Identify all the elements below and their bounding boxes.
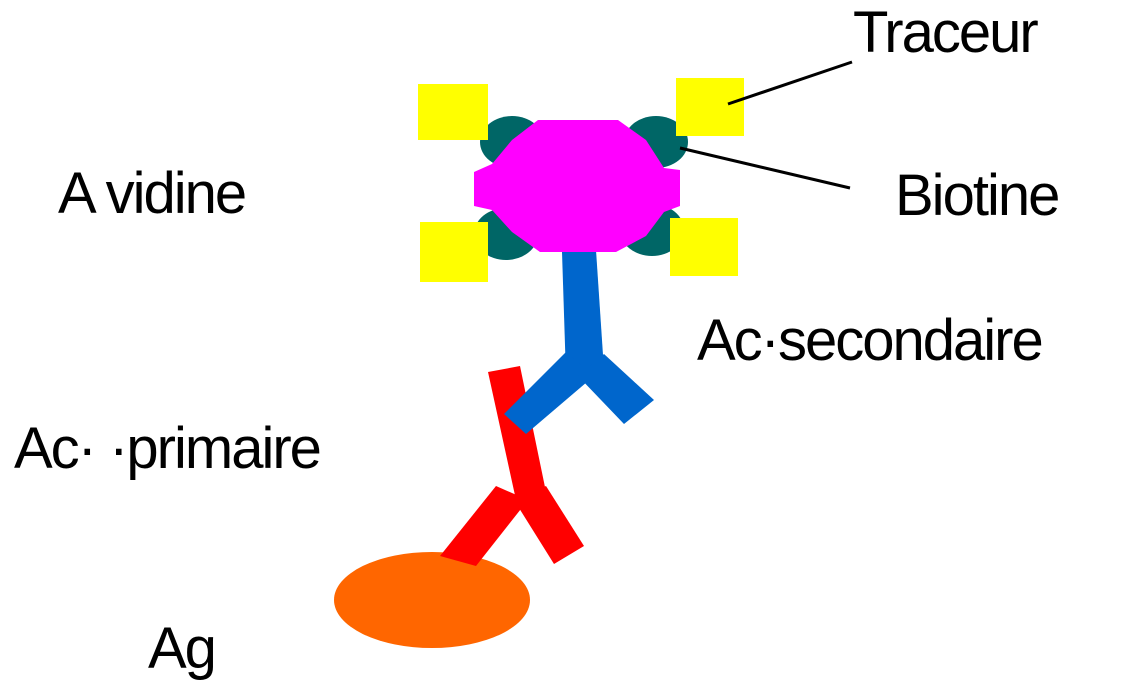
label-avidine: A vidine — [58, 161, 245, 226]
secondary-antibody — [504, 250, 654, 434]
primary-antibody-right-arm — [514, 486, 584, 564]
biotine-leader-line — [680, 148, 850, 188]
label-biotine: Biotine — [895, 163, 1058, 228]
label-ag: Ag — [148, 616, 215, 680]
tracer-bottom-right — [670, 218, 738, 276]
traceur-leader-line — [728, 62, 852, 104]
antigen-ellipse — [334, 552, 530, 648]
primary-antibody-left-arm — [440, 486, 528, 566]
tracer-top-left — [418, 84, 488, 140]
label-traceur: Traceur — [853, 0, 1038, 65]
tracer-bottom-left — [420, 222, 488, 282]
tracer-top-right — [676, 78, 744, 136]
label-ac-secondaire: Ac·secondaire — [697, 308, 1042, 373]
label-ac-primaire: Ac· ·primaire — [14, 416, 320, 481]
